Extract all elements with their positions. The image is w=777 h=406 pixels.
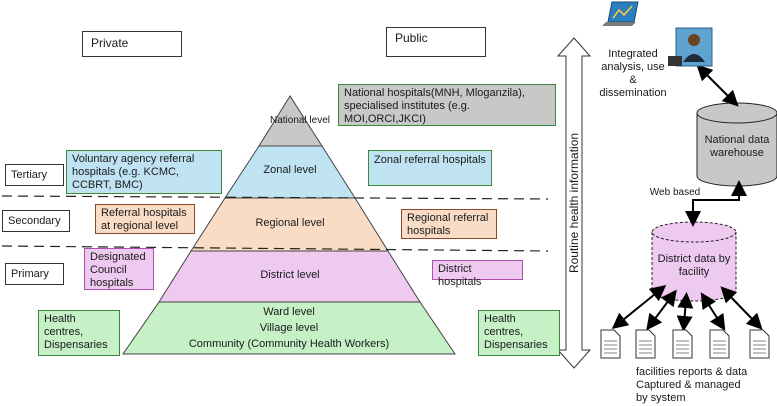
web-based-connector [685, 180, 747, 227]
private-secondary-box: Referral hospitals at regional level [95, 204, 195, 234]
district-level-label: District level [260, 269, 320, 281]
community-level-label: Community (Community Health Workers) [188, 338, 390, 350]
ward-level-label: Ward level [263, 306, 315, 318]
public-base-box: Health centres, Dispensaries [478, 310, 560, 356]
person-computer-icon [668, 27, 713, 67]
doc-arrow-5 [720, 286, 763, 330]
analysis-label: Integrated analysis, use & dissemination [599, 48, 667, 99]
doc-arrow-2 [646, 289, 677, 331]
private-base-box: Health centres, Dispensaries [38, 310, 120, 356]
public-secondary-box: Regional referral hospitals [401, 209, 497, 239]
district-db-cylinder [651, 232, 737, 302]
private-primary-box: Designated Council hospitals [84, 248, 154, 290]
pyramid-base-level [122, 301, 456, 355]
regional-level-label: Regional level [255, 217, 325, 229]
routine-info-label: Routine health information [567, 132, 581, 274]
district-db-label: District data by facility [657, 253, 731, 278]
tertiary-secondary-divider [1, 195, 549, 200]
public-primary-box: District hospitals [432, 260, 523, 288]
tier-tertiary: Tertiary [5, 164, 64, 186]
doc-arrow-3 [676, 292, 694, 332]
web-based-label: Web based [649, 187, 701, 198]
document-icon [600, 329, 770, 359]
village-level-label: Village level [259, 322, 319, 334]
warehouse-label: National data warehouse [704, 134, 770, 159]
tier-secondary: Secondary [2, 210, 70, 232]
public-national-box: National hospitals(MNH, Mloganzila), spe… [338, 84, 556, 126]
analytics-chart-icon [602, 1, 639, 26]
tier-primary: Primary [5, 263, 64, 285]
private-header: Private [82, 31, 182, 57]
facilities-label: facilities reports & data Captured & man… [636, 366, 748, 404]
routine-info-arrow [556, 37, 592, 369]
zonal-level-label: Zonal level [263, 164, 317, 176]
public-header: Public [386, 27, 486, 57]
person-to-warehouse-arrow [696, 64, 739, 107]
private-tertiary-box: Voluntary agency referral hospitals (e.g… [66, 150, 222, 194]
public-tertiary-box: Zonal referral hospitals [368, 150, 492, 186]
secondary-primary-divider [1, 245, 549, 252]
doc-arrow-4 [700, 292, 726, 331]
national-level-label: National level [269, 115, 331, 126]
